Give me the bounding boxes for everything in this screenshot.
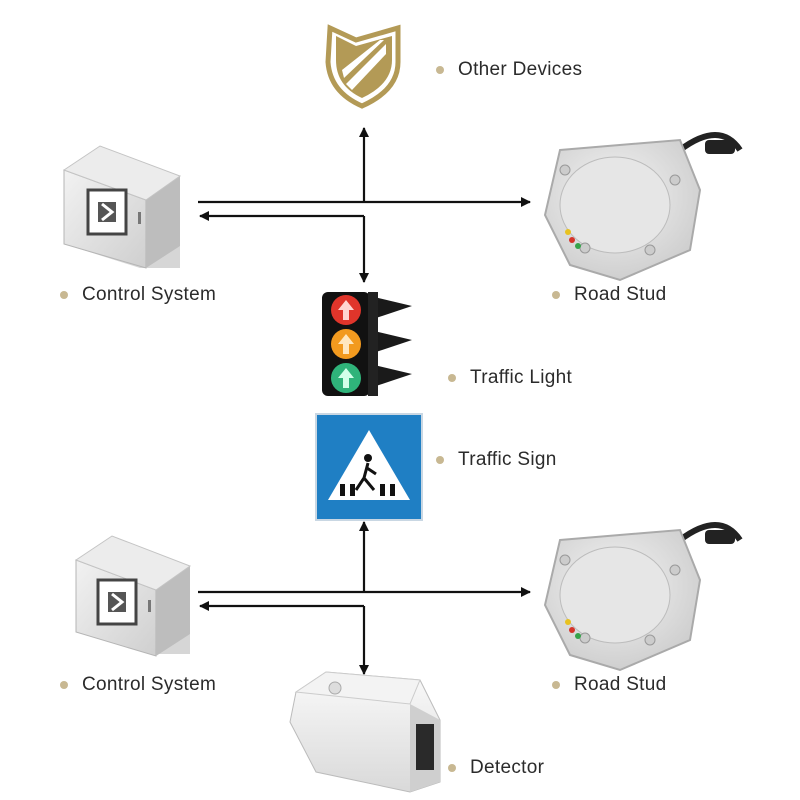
bullet-dot: [60, 291, 68, 299]
detector-camera: [289, 671, 441, 793]
label-text: Control System: [82, 284, 217, 305]
bullet-dot: [552, 291, 560, 299]
label-text: Traffic Sign: [458, 449, 557, 470]
label-road-stud-bottom: Road Stud: [552, 674, 667, 696]
label-other-devices: Other Devices: [436, 59, 582, 81]
connection-lines: [198, 127, 531, 675]
pedestrian-crossing-sign: [315, 413, 423, 521]
label-text: Detector: [470, 757, 545, 778]
bullet-dot: [448, 764, 456, 772]
label-text: Other Devices: [458, 59, 583, 80]
label-road-stud-top: Road Stud: [552, 284, 667, 306]
control-cabinet-bottom: [74, 535, 192, 657]
bullet-dot: [436, 456, 444, 464]
label-text: Road Stud: [574, 284, 667, 305]
label-traffic-sign: Traffic Sign: [436, 449, 557, 471]
label-control-system-bottom: Control System: [60, 674, 216, 696]
bullet-dot: [60, 681, 68, 689]
shield-icon: [325, 24, 401, 109]
label-text: Traffic Light: [470, 367, 573, 388]
bullet-dot: [448, 374, 456, 382]
label-detector: Detector: [448, 757, 544, 779]
traffic-light-icon: [322, 292, 412, 396]
control-cabinet-top: [62, 145, 182, 269]
label-text: Road Stud: [574, 674, 667, 695]
label-text: Control System: [82, 674, 217, 695]
label-control-system-top: Control System: [60, 284, 216, 306]
road-stud-top: [543, 132, 743, 282]
bullet-dot: [436, 66, 444, 74]
label-traffic-light: Traffic Light: [448, 367, 572, 389]
road-stud-bottom: [543, 522, 743, 672]
bullet-dot: [552, 681, 560, 689]
